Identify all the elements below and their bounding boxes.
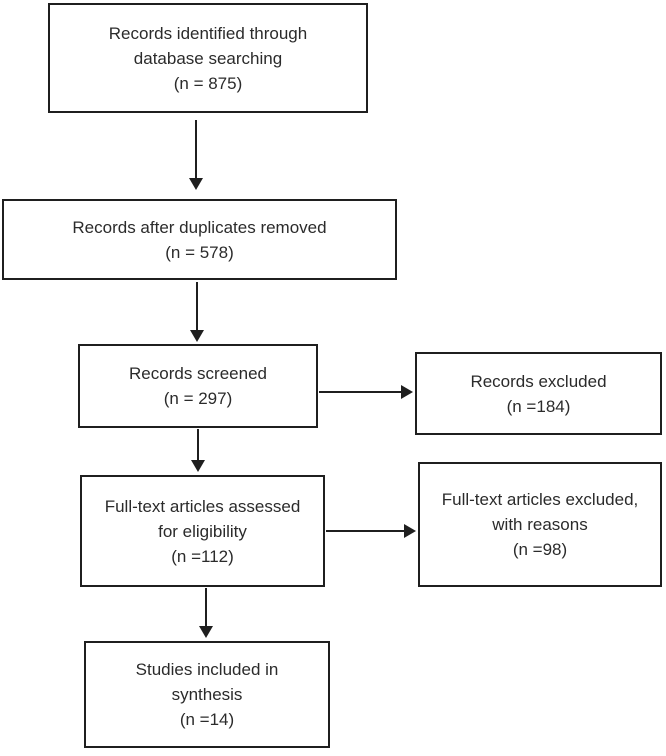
box-text-line: (n = 297) xyxy=(163,389,233,408)
box-text-line: Records identified through xyxy=(108,23,308,43)
box-text-line: Full-text articles assessed xyxy=(104,496,301,516)
box-text-line: (n = 875) xyxy=(173,73,243,93)
arrow-duplicates-to-screened-shaft xyxy=(196,282,198,330)
arrow-down-icon xyxy=(190,330,204,342)
box-fulltext-excluded: Full-text articles excluded, with reason… xyxy=(418,462,662,587)
box-text-line: Full-text articles excluded, xyxy=(441,490,639,509)
arrow-identified-to-duplicates-shaft xyxy=(195,120,197,178)
box-text-line: with reasons xyxy=(492,515,588,534)
box-records-screened: Records screened (n = 297) xyxy=(78,344,318,428)
arrow-down-icon xyxy=(189,178,203,190)
box-text-line: Records excluded xyxy=(470,371,607,391)
arrow-screened-to-excluded-shaft xyxy=(319,391,401,393)
arrow-fulltext-to-excluded-shaft xyxy=(326,530,404,532)
box-text-line: synthesis xyxy=(171,685,243,704)
box-text-line: (n =112) xyxy=(171,546,234,566)
box-fulltext-assessed: Full-text articles assessed for eligibil… xyxy=(80,475,325,587)
box-text-line: (n =14) xyxy=(179,710,235,729)
box-duplicates-removed: Records after duplicates removed (n = 57… xyxy=(2,199,397,280)
arrow-down-icon xyxy=(191,460,205,472)
box-text-line: Records screened xyxy=(129,364,267,383)
box-text-line: (n = 578) xyxy=(165,242,234,262)
arrow-fulltext-to-included-shaft xyxy=(205,588,207,626)
box-text-line: for eligibility xyxy=(158,521,247,541)
arrow-down-icon xyxy=(199,626,213,638)
arrow-right-icon xyxy=(404,524,416,538)
arrow-right-icon xyxy=(401,385,413,399)
arrow-screened-to-fulltext-shaft xyxy=(197,429,199,460)
box-text-line: (n =184) xyxy=(506,396,571,416)
box-text-line: (n =98) xyxy=(512,540,568,559)
box-records-excluded: Records excluded (n =184) xyxy=(415,352,662,435)
box-text-line: database searching xyxy=(133,48,283,68)
box-studies-included: Studies included in synthesis (n =14) xyxy=(84,641,330,748)
box-text-line: Records after duplicates removed xyxy=(72,217,327,237)
box-text-line: Studies included in xyxy=(135,660,279,679)
box-records-identified: Records identified through database sear… xyxy=(48,3,368,113)
